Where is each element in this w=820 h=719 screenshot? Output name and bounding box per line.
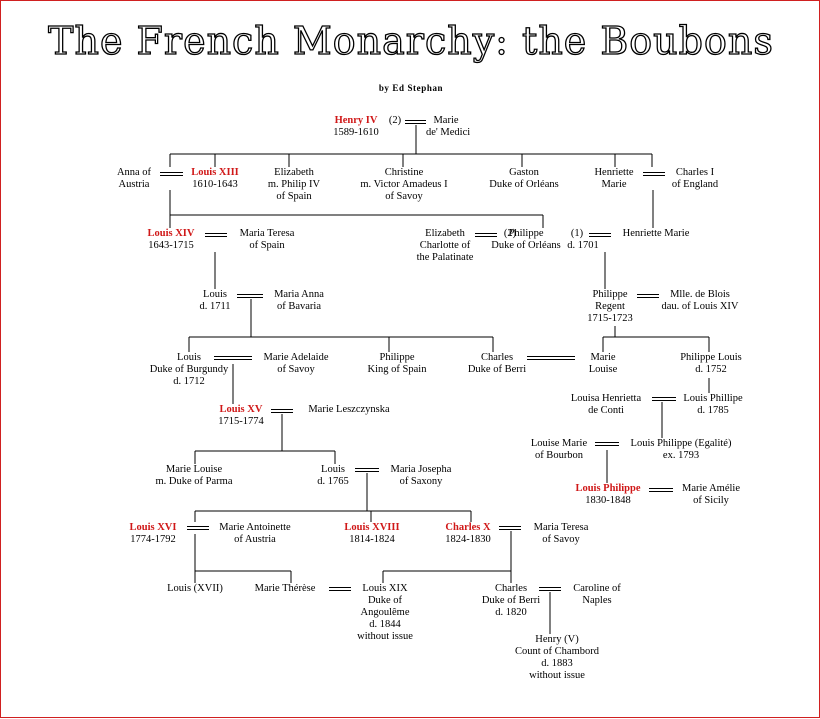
person-philippe-orleans: Philippe Duke of Orléans <box>491 228 561 251</box>
person-anna-of-austria: Anna of Austria <box>116 167 152 190</box>
author-byline: by Ed Stephan <box>378 83 444 93</box>
person-maria-josepha: Maria Josepha of Saxony <box>390 464 452 487</box>
marriage-number: (1) <box>570 228 584 239</box>
person-marie-louise-parma: Marie Louise m. Duke of Parma <box>155 464 233 487</box>
person-henriette-marie: Henriette Marie <box>622 228 690 239</box>
person-marie-therese: Marie Thérèse <box>254 583 316 594</box>
person-louis-xviii: Louis XVIII 1814-1824 <box>344 522 400 545</box>
person-name: Henry IV <box>334 115 378 126</box>
person-gaston: Gaston Duke of Orléans <box>489 167 559 190</box>
person-charles-berri: Charles Duke of Berri <box>467 352 527 375</box>
person-philippe-louis: Philippe Louis d. 1752 <box>680 352 742 375</box>
person-louis-xix: Louis XIX Duke of Angoulême d. 1844 with… <box>357 583 413 642</box>
person-charles-berri-1820: Charles Duke of Berri d. 1820 <box>481 583 541 618</box>
person-louis-xiv: Louis XIV 1643-1715 <box>147 228 195 251</box>
person-philippe-regent: Philippe Regent 1715-1723 <box>587 289 633 324</box>
person-mlle-de-blois: Mlle. de Blois dau. of Louis XIV <box>661 289 739 312</box>
person-maria-teresa-savoy: Maria Teresa of Savoy <box>533 522 589 545</box>
person-marie-antoinette: Marie Antoinette of Austria <box>219 522 291 545</box>
person-louis-philippe-king: Louis Philippe 1830-1848 <box>575 483 641 506</box>
person-louis-burgundy: Louis Duke of Burgundy d. 1712 <box>149 352 229 387</box>
person-elizabeth-spain: Elizabeth m. Philip IV of Spain <box>267 167 321 202</box>
person-louis-philippe-egalite: Louis Philippe (Egalité) ex. 1793 <box>630 438 732 461</box>
marriage-number: (2) <box>503 228 517 239</box>
person-louis-xv: Louis XV 1715-1774 <box>218 404 264 427</box>
person-christine: Christine m. Victor Amadeus I of Savoy <box>360 167 448 202</box>
person-caroline-naples: Caroline of Naples <box>573 583 621 606</box>
marriage-number: (2) <box>388 115 402 126</box>
person-maria-anna-bavaria: Maria Anna of Bavaria <box>274 289 324 312</box>
person-louisa-henrietta: Louisa Henrietta de Conti <box>570 393 642 416</box>
death-date: d. 1701 <box>567 240 599 251</box>
person-louis-xvi: Louis XVI 1774-1792 <box>129 522 177 545</box>
page-title: The French Monarchy: the Boubons <box>48 18 774 63</box>
person-henry-iv: Henry IV 1589-1610 <box>327 115 385 139</box>
person-philippe-spain: Philippe King of Spain <box>367 352 427 375</box>
person-marie-amelie: Marie Amélie of Sicily <box>681 483 741 506</box>
person-louis-xiii: Louis XIII 1610-1643 <box>191 167 239 190</box>
person-marie-leszczynska: Marie Leszczynska <box>308 404 390 415</box>
person-louis-grand-dauphin: Louis d. 1711 <box>199 289 231 312</box>
person-louise-marie-bourbon: Louise Marie of Bourbon <box>530 438 588 461</box>
person-louis-xvii: Louis (XVII) <box>167 583 223 594</box>
person-marie-louise-regent-dau: Marie Louise <box>588 352 618 375</box>
person-henry-v: Henry (V) Count of Chambord d. 1883 with… <box>515 634 599 681</box>
person-maria-teresa-spain: Maria Teresa of Spain <box>239 228 295 251</box>
person-louis-phillipe-1785: Louis Phillipe d. 1785 <box>683 393 743 416</box>
person-elizabeth-charlotte: Elizabeth Charlotte of the Palatinate <box>416 228 474 263</box>
person-charles-x: Charles X 1824-1830 <box>445 522 491 545</box>
person-marie-de-medici: Marie de' Medici <box>426 115 471 138</box>
person-louis-dauphin-1765: Louis d. 1765 <box>317 464 349 487</box>
person-marie-adelaide: Marie Adelaide of Savoy <box>263 352 329 375</box>
person-henriette-marie-top: Henriette Marie <box>594 167 634 190</box>
person-charles-i: Charles I of England <box>671 167 719 190</box>
